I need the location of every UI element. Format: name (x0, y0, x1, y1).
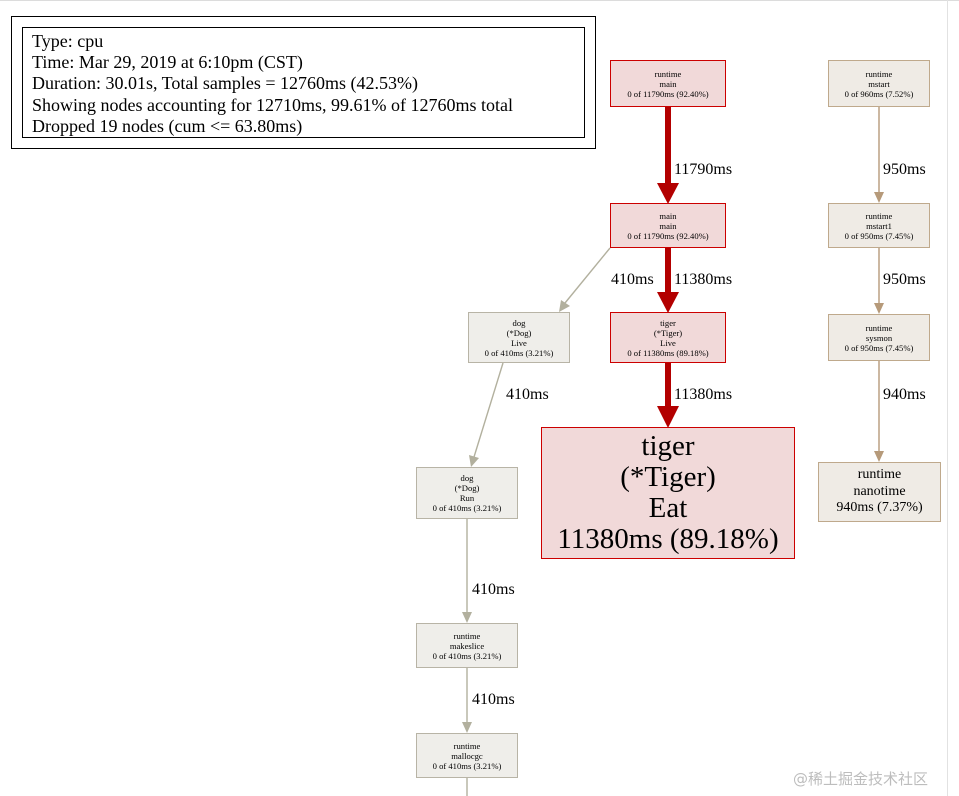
node-dog-live[interactable]: dog (*Dog) Live 0 of 410ms (3.21%) (468, 312, 570, 363)
legend-box: Type: cpu Time: Mar 29, 2019 at 6:10pm (… (22, 27, 585, 138)
edge-dog-run-to-makeslice (462, 519, 472, 623)
node-runtime-mallocgc[interactable]: runtime mallocgc 0 of 410ms (3.21%) (416, 733, 518, 778)
edge-makeslice-to-mallocgc (462, 668, 472, 733)
legend-dropped: Dropped 19 nodes (cum <= 63.80ms) (32, 115, 303, 136)
right-border (947, 0, 948, 796)
edge-label-dog-live-to-dog-run: 410ms (506, 386, 549, 403)
edge-tiger-live-to-tiger-eat (657, 363, 679, 428)
edge-sysmon-to-nanotime (874, 361, 884, 462)
edge-label-main-main-to-tiger-live: 11380ms (674, 271, 733, 288)
watermark: @稀土掘金技术社区 (793, 770, 929, 788)
legend-time: Time: Mar 29, 2019 at 6:10pm (CST) (32, 52, 303, 73)
edge-mstart-to-mstart1 (874, 107, 884, 203)
node-runtime-mstart1[interactable]: runtime mstart1 0 of 950ms (7.45%) (828, 203, 930, 248)
legend-type: Type: cpu (32, 31, 104, 51)
edge-dog-live-to-dog-run (469, 362, 504, 467)
node-runtime-main[interactable]: runtime main 0 of 11790ms (92.40%) (610, 60, 726, 107)
edge-main-main-to-tiger-live (657, 248, 679, 313)
edge-label-dog-run-to-makeslice: 410ms (472, 581, 515, 598)
node-runtime-nanotime[interactable]: runtime nanotime 940ms (7.37%) (818, 462, 941, 522)
edge-label-tiger-live-to-tiger-eat: 11380ms (674, 386, 733, 403)
node-main-main[interactable]: main main 0 of 11790ms (92.40%) (610, 203, 726, 248)
node-runtime-mstart[interactable]: runtime mstart 0 of 960ms (7.52%) (828, 60, 930, 107)
edge-label-main-main-to-dog-live: 410ms (611, 271, 654, 288)
edge-label-makeslice-to-mallocgc: 410ms (472, 691, 515, 708)
edge-label-mstart-to-mstart1: 950ms (883, 161, 926, 178)
node-tiger-live[interactable]: tiger (*Tiger) Live 0 of 11380ms (89.18%… (610, 312, 726, 363)
edge-mstart1-to-sysmon (874, 248, 884, 314)
edge-label-sysmon-to-nanotime: 940ms (883, 386, 926, 403)
node-dog-run[interactable]: dog (*Dog) Run 0 of 410ms (3.21%) (416, 467, 518, 519)
edge-label-runtime-main-to-main-main: 11790ms (674, 161, 733, 178)
legend-duration: Duration: 30.01s, Total samples = 12760m… (32, 73, 419, 94)
edge-runtime-main-to-main-main (657, 107, 679, 204)
edge-main-main-to-dog-live (559, 247, 611, 312)
top-border (0, 0, 959, 1)
node-tiger-eat[interactable]: tiger (*Tiger) Eat 11380ms (89.18%) (541, 427, 795, 559)
node-runtime-makeslice[interactable]: runtime makeslice 0 of 410ms (3.21%) (416, 623, 518, 668)
legend-showing: Showing nodes accounting for 12710ms, 99… (32, 94, 513, 115)
node-runtime-sysmon[interactable]: runtime sysmon 0 of 950ms (7.45%) (828, 314, 930, 361)
edge-label-mstart1-to-sysmon: 950ms (883, 271, 926, 288)
